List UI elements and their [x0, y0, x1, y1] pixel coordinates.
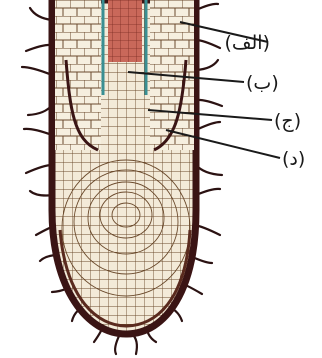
vascular-cylinder	[108, 0, 142, 62]
label-a: (الف)	[224, 32, 270, 54]
root-hair	[196, 40, 220, 48]
root-body	[52, 0, 196, 334]
label-c: (ج)	[274, 110, 301, 132]
root-hair	[28, 105, 52, 115]
root-hair	[26, 165, 52, 173]
root-hair	[196, 122, 220, 130]
label-d: (د)	[282, 148, 305, 170]
label-b: (ب)	[246, 72, 279, 94]
root-hair	[26, 45, 52, 51]
root-hair	[196, 165, 222, 175]
root-hair	[196, 100, 222, 106]
root-hair	[24, 129, 52, 135]
root-hair	[22, 67, 52, 75]
root-hair	[196, 189, 220, 195]
